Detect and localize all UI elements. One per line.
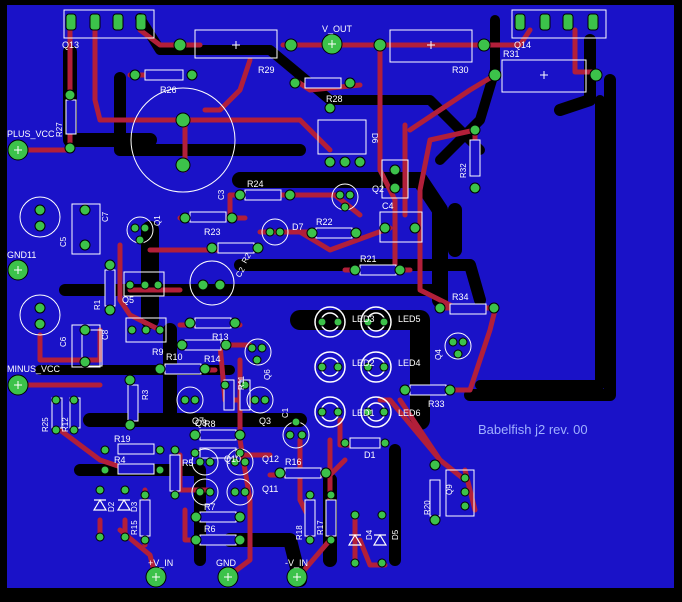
label-c5: C5 xyxy=(59,236,68,247)
label-r20: R20 xyxy=(423,500,432,515)
label-d3: D3 xyxy=(130,501,139,512)
label-c6: C6 xyxy=(59,336,68,347)
connector-label-plus-vcc: PLUS_VCC xyxy=(7,129,55,139)
connector-label-gnd: GND xyxy=(216,558,237,568)
label-q11: Q11 xyxy=(262,484,278,494)
label-q7: Q7 xyxy=(192,416,204,426)
capacitor-labels: C1 C2 C3 C4 C5 C6 C7 C8 xyxy=(59,189,394,418)
label-led4: LED4 xyxy=(398,358,421,368)
label-q10: Q10 xyxy=(224,454,241,464)
label-r29: R29 xyxy=(258,65,275,75)
label-r19: R19 xyxy=(114,434,131,444)
label-r25: R25 xyxy=(41,417,50,432)
label-r17: R17 xyxy=(316,520,325,535)
label-r27: R27 xyxy=(55,122,64,137)
diode-labels: D1 D2 D3 D4 D5 D6 D7 xyxy=(107,133,400,540)
label-led3: LED3 xyxy=(352,314,375,324)
connector-label-minus-v-in: -V_IN xyxy=(285,558,308,568)
resistor-labels: R1 R2 R3 R4 R5 R6 R7 R8 R9 R10 R11 R12 R… xyxy=(41,49,520,540)
label-r31: R31 xyxy=(503,49,520,59)
label-led6: LED6 xyxy=(398,408,421,418)
label-q13: Q13 xyxy=(62,40,79,50)
label-q14: Q14 xyxy=(514,40,531,50)
label-r14: R14 xyxy=(204,354,221,364)
label-q1: Q1 xyxy=(153,215,162,226)
label-r12: R12 xyxy=(61,417,70,432)
label-r6: R6 xyxy=(204,524,216,534)
label-q5: Q5 xyxy=(122,295,134,305)
label-d7: D7 xyxy=(292,222,304,232)
label-d5: D5 xyxy=(391,529,400,540)
label-r26: R26 xyxy=(160,85,177,95)
label-led1: LED1 xyxy=(352,408,375,418)
label-c1: C1 xyxy=(281,407,290,418)
label-r11: R11 xyxy=(237,375,246,390)
label-c8: C8 xyxy=(101,329,110,340)
board-title: Babelfish j2 rev. 00 xyxy=(478,422,588,437)
transistor-bodies xyxy=(126,183,472,506)
diode-symbols xyxy=(92,498,388,546)
component-outlines xyxy=(19,9,607,517)
label-r3: R3 xyxy=(141,389,150,400)
label-r18: R18 xyxy=(295,525,304,540)
label-c7: C7 xyxy=(101,211,110,222)
label-r5: R5 xyxy=(182,458,194,468)
label-q6: Q6 xyxy=(263,369,272,380)
label-r21: R21 xyxy=(360,254,377,264)
label-led2: LED2 xyxy=(352,358,375,368)
label-r24: R24 xyxy=(247,179,264,189)
label-r4: R4 xyxy=(114,455,126,465)
label-r15: R15 xyxy=(130,520,139,535)
label-q12: Q12 xyxy=(262,454,279,464)
connector-label-plus-v-in: +V_IN xyxy=(148,558,173,568)
label-c4: C4 xyxy=(382,201,394,211)
label-r23: R23 xyxy=(204,227,221,237)
label-led5: LED5 xyxy=(398,314,421,324)
label-r9: R9 xyxy=(152,347,164,357)
connector-label-gnd11: GND11 xyxy=(7,250,36,260)
label-d1: D1 xyxy=(364,450,376,460)
connector-label-minus-vcc: MINUS_VCC xyxy=(7,364,61,374)
label-r16: R16 xyxy=(285,457,302,467)
label-d4: D4 xyxy=(365,529,374,540)
label-q9: Q9 xyxy=(445,484,454,495)
label-r22: R22 xyxy=(316,217,333,227)
label-r33: R33 xyxy=(428,399,445,409)
label-q3: Q3 xyxy=(259,416,271,426)
label-r10: R10 xyxy=(166,352,183,362)
label-r30: R30 xyxy=(452,65,469,75)
label-q2: Q2 xyxy=(372,184,384,194)
board-outline xyxy=(5,3,676,590)
label-c3: C3 xyxy=(217,189,226,200)
label-r1: R1 xyxy=(93,299,102,310)
label-r28: R28 xyxy=(326,94,343,104)
label-r13: R13 xyxy=(212,332,229,342)
connector-label-v-out: V_OUT xyxy=(322,24,353,34)
label-r8: R8 xyxy=(204,419,216,429)
label-d2: D2 xyxy=(107,501,116,512)
label-d6: D6 xyxy=(370,133,379,144)
label-r7: R7 xyxy=(204,502,216,512)
label-q8: Q8 xyxy=(195,418,207,428)
transistor-labels: Q13 Q14 Q1 Q2 Q3 Q4 Q5 Q6 Q7 Q8 Q9 Q10 Q… xyxy=(62,40,531,495)
label-r32: R32 xyxy=(459,163,468,178)
pads xyxy=(7,13,603,588)
drill-marks xyxy=(14,40,548,581)
led-labels: LED1 LED2 LED3 LED4 LED5 LED6 xyxy=(352,314,421,418)
label-r34: R34 xyxy=(452,292,469,302)
label-q4: Q4 xyxy=(434,349,443,360)
